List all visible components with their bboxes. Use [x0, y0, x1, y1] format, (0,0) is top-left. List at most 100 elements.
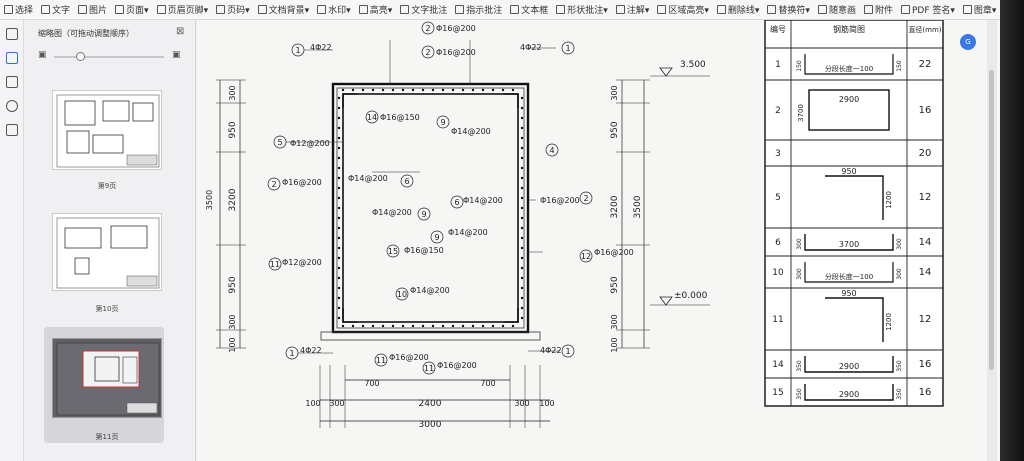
rebar-dot: [520, 186, 524, 190]
toolbar-item-17[interactable]: 随意画: [814, 3, 860, 16]
thumbnail-icon[interactable]: [6, 52, 18, 64]
callout-19: 1: [565, 347, 570, 356]
rebar-dot: [411, 324, 415, 328]
toolbar-item-label: 附件: [874, 6, 893, 16]
rebar-dot: [451, 88, 455, 92]
user-avatar[interactable]: G: [960, 34, 976, 50]
callout-circle: [545, 143, 559, 157]
rebar-dot: [520, 276, 524, 280]
toolbar-tool-icon: [455, 5, 465, 14]
toolbar-tool-icon: [115, 5, 125, 14]
toolbar-item-label: 图片: [89, 6, 108, 16]
table-right-7: 350: [896, 360, 903, 372]
toolbar-item-20[interactable]: 图章▾: [959, 3, 1000, 16]
table-no-0: 1: [775, 60, 781, 70]
rebar-shape: [804, 356, 894, 373]
signature-icon[interactable]: [6, 124, 18, 136]
rebar-dot: [491, 88, 495, 92]
toolbar-item-8[interactable]: 高亮▾: [355, 3, 397, 16]
toolbar-item-label: 高亮▾: [369, 6, 393, 16]
toolbar-item-18[interactable]: 附件: [860, 3, 897, 16]
rebar-dot: [520, 256, 524, 260]
table-left-5: 300: [796, 268, 803, 280]
page-thumbnail-11[interactable]: [52, 338, 162, 418]
rebar-dot: [520, 316, 524, 320]
toolbar-item-11[interactable]: 文本框: [506, 3, 552, 16]
rebar-dot: [520, 136, 524, 140]
close-panel-icon[interactable]: ⊠: [176, 26, 185, 37]
toolbar-item-2[interactable]: 图片: [74, 3, 111, 16]
toolbar-item-13[interactable]: 注解▾: [612, 3, 654, 16]
callout-8: 4: [549, 146, 554, 155]
toolbar-item-5[interactable]: 页码▾: [212, 3, 254, 16]
toolbar-item-label: 文字批注: [411, 6, 448, 16]
rebar-outer: [336, 87, 525, 329]
attachment-icon[interactable]: [6, 100, 18, 112]
rebar-dot: [411, 88, 415, 92]
dim-bottom-total: 3000: [419, 420, 442, 430]
rebar-dot: [520, 246, 524, 250]
comment-icon[interactable]: [6, 76, 18, 88]
callout-0: 1: [295, 46, 300, 55]
dim-right-bottom: 300: [610, 314, 619, 329]
bookmark-icon[interactable]: [6, 28, 18, 40]
callout-4: 5: [277, 138, 282, 147]
toolbar-item-12[interactable]: 形状批注▾: [552, 3, 612, 16]
scrollbar-thumb[interactable]: [989, 70, 994, 370]
rebar-shape: [804, 54, 894, 75]
thumbnail-zoom-slider[interactable]: ▣ ▣: [38, 50, 188, 64]
table-no-7: 14: [772, 360, 784, 370]
callout-circle: [386, 244, 400, 258]
table-left-4: 300: [796, 238, 803, 250]
rebar-dot: [520, 166, 524, 170]
toolbar-item-7[interactable]: 水印▾: [313, 3, 355, 16]
haunch: [504, 93, 519, 108]
dim-bottom-b5: 100: [539, 399, 554, 408]
rebar-dot: [520, 236, 524, 240]
table-left-1: 3700: [797, 104, 805, 122]
dim-right-total: 3500: [633, 195, 643, 218]
table-shape-7: 2900: [839, 362, 859, 371]
rebar-dot: [421, 324, 425, 328]
callout-text-3: Φ16@200: [436, 48, 476, 57]
rebar-dot: [337, 266, 341, 270]
callout-1: 1: [565, 44, 570, 53]
rebar-dot: [421, 88, 425, 92]
image-large-icon: ▣: [172, 50, 181, 60]
callout-17: 10: [397, 290, 407, 299]
toolbar-item-19[interactable]: PDF 签名▾: [897, 3, 959, 16]
toolbar-item-4[interactable]: 页眉页脚▾: [153, 3, 213, 16]
rebar-dot: [520, 106, 524, 110]
toolbar-item-9[interactable]: 文字批注: [396, 3, 451, 16]
callout-circle: [365, 110, 379, 124]
toolbar-item-label: PDF 签名▾: [911, 6, 955, 16]
rebar-dot: [337, 166, 341, 170]
table-no-8: 15: [772, 388, 783, 398]
toolbar-item-0[interactable]: 选择: [0, 3, 37, 16]
toolbar-item-14[interactable]: 区域高亮▾: [653, 3, 713, 16]
toolbar-item-label: 文字: [52, 6, 71, 16]
page-thumbnail-10[interactable]: [52, 213, 162, 291]
page-thumbnail-9[interactable]: [52, 90, 162, 170]
toolbar-item-label: 注解▾: [626, 6, 650, 16]
toolbar-item-16[interactable]: 替换符▾: [763, 3, 814, 16]
dim-right-base: 100: [610, 337, 619, 352]
rebar-dot: [337, 106, 341, 110]
dim-left-bottom: 300: [228, 314, 237, 329]
table-shape-8: 2900: [839, 390, 859, 399]
dim-left-base: 100: [228, 337, 237, 352]
toolbar-item-10[interactable]: 指示批注: [451, 3, 506, 16]
slider-knob[interactable]: [76, 52, 85, 61]
callout-circle: [430, 230, 444, 244]
toolbar-item-3[interactable]: 页面▾: [111, 3, 153, 16]
toolbar-tool-icon: [4, 5, 13, 14]
rebar-dot: [471, 324, 475, 328]
rebar-shape: [825, 297, 884, 342]
callout-16: 12: [581, 252, 591, 261]
toolbar-item-15[interactable]: 删除线▾: [713, 3, 764, 16]
rebar-dot: [371, 324, 375, 328]
toolbar-item-1[interactable]: 文字: [37, 3, 74, 16]
toolbar-item-label: 图章▾: [973, 6, 997, 16]
toolbar-item-6[interactable]: 文档背景▾: [254, 3, 314, 16]
callout-7: 9: [440, 118, 445, 127]
